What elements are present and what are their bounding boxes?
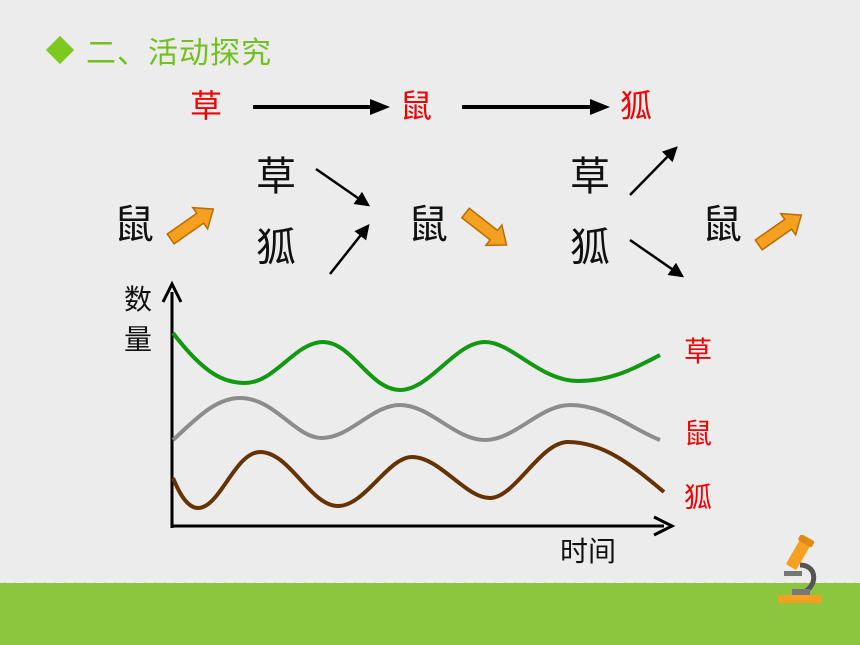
chain-arrow-grass-to-mouse [253, 99, 390, 115]
mouse-population-curve [171, 395, 661, 443]
microscope-icon [778, 535, 822, 603]
legend-fox: 狐 [684, 481, 713, 514]
arrow-grass-down [315, 167, 371, 207]
chain-grass-label: 草 [190, 87, 223, 125]
x-axis-arrowhead [653, 515, 676, 537]
chain-fox-label: 狐 [620, 87, 653, 125]
y-axis-arrowhead [161, 280, 183, 303]
x-axis-label: 时间 [560, 535, 617, 568]
slide-title: 二、活动探究 [45, 30, 272, 71]
stage2-fox-label: 狐 [256, 225, 296, 271]
arrow-fox-down [629, 238, 685, 278]
legend-mouse: 鼠 [684, 417, 713, 450]
legend-grass: 草 [684, 335, 713, 368]
stage1-mouse-label: 鼠 [114, 202, 154, 248]
chain-mouse-label: 鼠 [400, 87, 433, 125]
fox-population-curve [171, 439, 666, 511]
stage4-fox-label: 狐 [570, 225, 610, 271]
ground-strip [0, 583, 860, 645]
slide-title-text: 二、活动探究 [86, 36, 272, 71]
y-axis-label-1: 数 [124, 283, 153, 316]
chain-arrow-mouse-to-fox [462, 99, 610, 115]
stage2-grass-label: 草 [256, 154, 296, 200]
orange-arrow-3 [754, 212, 803, 251]
stage5-mouse-label: 鼠 [702, 202, 742, 248]
y-axis-label-2: 量 [124, 323, 153, 356]
stage3-mouse-label: 鼠 [408, 202, 448, 248]
arrow-fox-up [329, 224, 370, 275]
arrow-grass-up [629, 146, 678, 196]
stage4-grass-label: 草 [570, 154, 610, 200]
grass-population-curve [171, 331, 661, 393]
orange-arrow-2 [460, 207, 508, 247]
orange-arrow-1 [166, 206, 215, 245]
